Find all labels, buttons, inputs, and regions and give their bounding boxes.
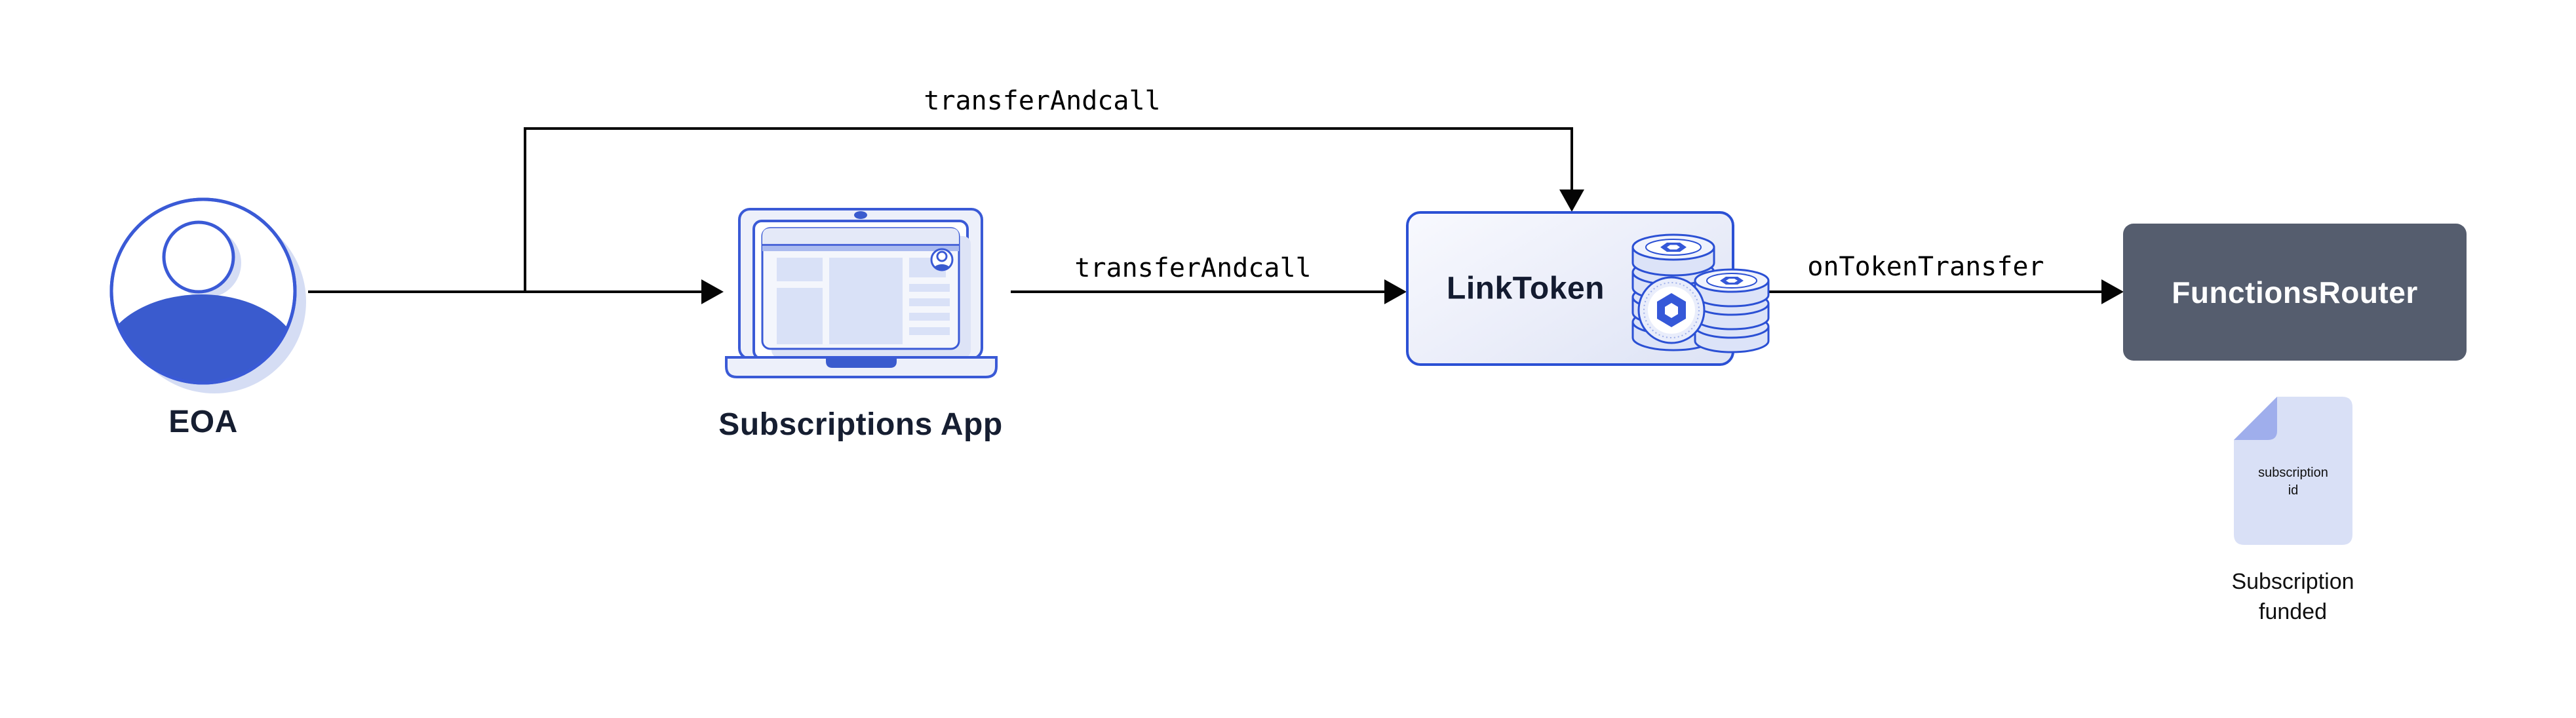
arrow-eoa-to-app [308,279,724,304]
functionsrouter-box: FunctionsRouter [2123,224,2467,361]
doc-label-line1: subscription [2258,466,2328,480]
arrow-branch-transferandcall [524,127,1584,290]
edge-label-app-to-token: transferAndcall [1074,253,1312,283]
edge-label-token-to-router: onTokenTransfer [1807,252,2044,282]
node-token-label: LinkToken [1447,271,1605,306]
arrow-token-to-router [1766,279,2124,304]
arrow-app-to-token [1011,279,1407,304]
doc-label-line2: id [2288,483,2299,498]
document-icon [2234,397,2352,545]
node-router-label: FunctionsRouter [2172,275,2418,309]
coins-icon [1631,233,1770,353]
node-app-label: Subscriptions App [718,407,1003,442]
doc-caption-line1: Subscription [2231,569,2354,594]
edge-label-branch: transferAndcall [924,86,1161,116]
user-icon [109,197,306,393]
doc-caption: Subscription funded [2188,567,2398,627]
doc-label: subscription id [2234,464,2352,500]
node-eoa-label: EOA [168,405,238,439]
laptop-icon [725,208,998,378]
doc-caption-line2: funded [2259,599,2327,624]
